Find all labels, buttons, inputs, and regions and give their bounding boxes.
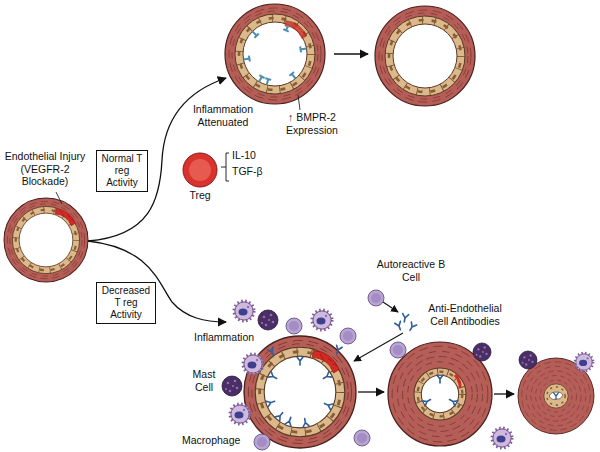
mast-cell xyxy=(519,351,537,369)
antibody xyxy=(275,411,285,421)
b-cell xyxy=(354,430,370,446)
treg-nucleus xyxy=(189,159,211,181)
receptor xyxy=(264,78,271,85)
endothelial-injury xyxy=(455,375,460,388)
antibody xyxy=(322,372,332,381)
activity-box: Decreased T reg Activity xyxy=(96,282,156,324)
endothelial-injury xyxy=(55,209,75,226)
mast-cell xyxy=(222,376,242,396)
cytokine-label: IL-10 xyxy=(232,149,256,162)
antibody xyxy=(422,397,432,406)
process-label: Inflammation xyxy=(194,331,254,344)
antibody xyxy=(407,322,416,332)
activity-box: Normal T reg Activity xyxy=(96,150,148,192)
outcome-label: Inflammation Attenuated xyxy=(188,103,258,128)
antibody xyxy=(302,418,309,427)
bracket xyxy=(221,153,229,181)
antibody xyxy=(268,347,277,357)
cytokine-label: TGF-β xyxy=(232,165,263,178)
antibody xyxy=(401,314,408,323)
receptor xyxy=(300,45,307,52)
cell-label: Mast Cell xyxy=(188,368,220,393)
inflamed-vessel xyxy=(244,336,356,448)
mast-cell xyxy=(473,343,491,361)
receptor xyxy=(250,29,258,37)
antibody xyxy=(448,397,458,406)
expression-label: ↑ BMPR-2 Expression xyxy=(280,111,344,136)
injured-vessel xyxy=(4,198,88,282)
b-cell xyxy=(286,318,302,334)
cell-label: Autoreactive B Cell xyxy=(376,258,446,283)
receptor xyxy=(283,24,291,32)
endothelial-injury xyxy=(285,21,307,39)
endothelial-injury xyxy=(312,351,339,373)
antibody xyxy=(395,321,403,331)
step-arrow xyxy=(383,302,398,312)
macrophage xyxy=(575,353,593,371)
antibody xyxy=(554,393,559,399)
injury-label: Endothelial Injury (VEGFR-2 Blockade) xyxy=(2,150,88,188)
step-arrow xyxy=(358,391,384,392)
treg-cell xyxy=(183,153,217,187)
box-text: Decreased T reg Activity xyxy=(100,285,152,321)
healing-vessel xyxy=(225,4,325,104)
macrophage xyxy=(243,354,263,374)
b-cell xyxy=(254,434,270,450)
antibody xyxy=(323,401,333,410)
b-cell xyxy=(390,342,406,358)
leader-line xyxy=(56,192,62,204)
antibody-label: Anti-Endothelial Cell Antibodies xyxy=(420,302,510,327)
branch-arrow xyxy=(88,78,226,241)
mast-cell xyxy=(258,310,278,330)
antibody xyxy=(297,357,303,365)
macrophage xyxy=(492,428,512,448)
antibody xyxy=(334,345,342,355)
macrophage xyxy=(312,310,332,330)
antibody xyxy=(285,416,293,426)
autoreactive-b-cell xyxy=(368,290,384,306)
macrophage xyxy=(230,404,250,424)
leader-line xyxy=(298,95,300,110)
repaired-vessel xyxy=(375,6,475,106)
step-arrow xyxy=(334,53,368,54)
cell-label: Treg xyxy=(186,189,214,202)
antibody xyxy=(437,375,443,383)
step-arrow xyxy=(494,393,514,394)
receptor xyxy=(256,75,264,83)
cell-label: Macrophage xyxy=(182,434,240,447)
receptor xyxy=(289,72,297,80)
antibody xyxy=(268,372,278,381)
thickened-vessel xyxy=(388,342,492,446)
antibody xyxy=(266,398,276,406)
box-text: Normal T reg Activity xyxy=(100,153,144,189)
macrophage xyxy=(234,301,254,321)
b-cell xyxy=(340,328,356,344)
receptor xyxy=(243,56,250,63)
